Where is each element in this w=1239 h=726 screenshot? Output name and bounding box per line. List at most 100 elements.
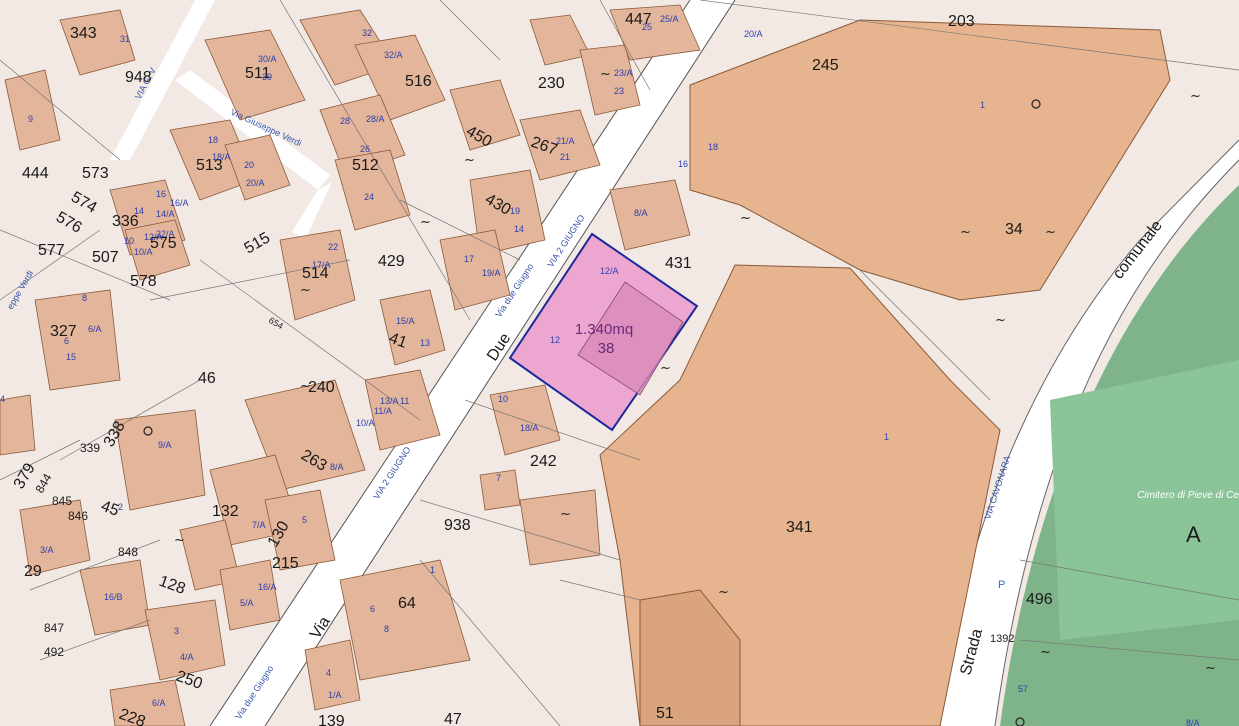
house-number: 14 (514, 224, 524, 234)
tilde-icon: ~ (300, 379, 311, 394)
house-number: 8/A (330, 462, 344, 472)
house-number: 9 (28, 114, 33, 124)
parcel-number: 575 (150, 235, 177, 252)
road-via-verdi-bend (292, 182, 332, 240)
parcel-number: 447 (625, 11, 652, 28)
parcel-number: 514 (302, 265, 329, 282)
house-number: 11 (400, 396, 409, 406)
house-number: 14 (134, 206, 144, 216)
house-number: 21 (560, 152, 570, 162)
house-number: 3 (174, 626, 179, 636)
well-icon (1031, 99, 1041, 109)
cemetery-label: Cimitero di Pieve di Cento (1137, 490, 1239, 501)
house-number: 24 (364, 192, 374, 202)
parcel-number: 45 (99, 498, 122, 520)
house-number: 12 (550, 335, 560, 345)
parcel-number: 431 (665, 255, 692, 272)
parcel-number: 492 (44, 645, 64, 659)
house-number: 16/A (170, 198, 189, 208)
parcel-number: 47 (444, 711, 462, 726)
parcel-number: 847 (44, 621, 64, 635)
house-number: 21/A (556, 136, 575, 146)
parcel-number: 336 (112, 213, 139, 230)
house-number: 28/A (366, 114, 385, 124)
house-number: 6/A (152, 698, 166, 708)
house-number: 16 (156, 189, 166, 199)
tilde-icon: ~ (1205, 661, 1216, 676)
house-number: 30/A (258, 54, 277, 64)
house-number: 22 (328, 242, 338, 252)
house-number: 23 (614, 86, 624, 96)
well-icon (143, 426, 153, 436)
house-number: 31 (120, 34, 130, 44)
house-number: 3/A (40, 545, 54, 555)
parcel-number: 46 (198, 370, 216, 387)
house-number: 8/A (634, 208, 648, 218)
parcel-number: 242 (530, 453, 557, 470)
tilde-icon: ~ (300, 283, 311, 298)
house-number: 14/A (156, 209, 175, 219)
house-number: 18/A (520, 423, 539, 433)
house-number: 6 (64, 336, 69, 346)
parcel-number: 573 (82, 165, 109, 182)
parcel-number: 64 (398, 595, 416, 612)
tilde-icon: ~ (718, 585, 729, 600)
house-number: 8 (384, 624, 389, 634)
house-number: 19 (510, 206, 520, 216)
house-number: 15 (66, 352, 76, 362)
parcel-number: 513 (196, 157, 223, 174)
parcel-number: 230 (538, 75, 565, 92)
tilde-icon: ~ (1040, 645, 1051, 660)
parcel-number: 577 (38, 242, 65, 259)
house-number: 4/A (180, 652, 194, 662)
house-number: 18 (208, 135, 218, 145)
tilde-icon: ~ (960, 225, 971, 240)
house-number: 6/A (88, 324, 102, 334)
house-number: 12/A (600, 266, 619, 276)
road-via-verdi-vertical (110, 0, 215, 160)
parcel-number: 215 (272, 555, 299, 572)
map-symbols: ~ ~ ~ ~ ~ ~ ~ ~ ~ ~ ~ ~ ~ ~ ~ ~ (143, 67, 1216, 726)
parcel-number: 938 (444, 517, 471, 534)
house-number: 8 (82, 293, 87, 303)
residential-blocks (0, 4, 701, 726)
parcel-number: 240 (308, 379, 335, 396)
parcel-number: 29 (24, 563, 42, 580)
parcel-number: 132 (212, 503, 239, 520)
house-number: 8/A (1186, 718, 1200, 726)
house-number: 4 (0, 394, 5, 404)
house-number: 5/A (240, 598, 254, 608)
parcel-number: 578 (130, 273, 157, 290)
house-number: 13 (420, 338, 430, 348)
tilde-icon: ~ (464, 153, 475, 168)
parcel-number: 511 (245, 65, 271, 82)
house-number: 23/A (614, 68, 633, 78)
parcel-number: 203 (948, 13, 975, 30)
parcel-number: 507 (92, 249, 119, 266)
house-numbers: 1 9 31 30/A 39 32 32/A 25/A 25 23/A 23 2… (0, 14, 1200, 726)
house-number: 25/A (660, 14, 679, 24)
tilde-icon: ~ (660, 361, 671, 376)
road-via-verdi (175, 70, 330, 190)
house-number: 19/A (482, 268, 501, 278)
house-number: 4 (326, 668, 331, 678)
tilde-icon: ~ (174, 533, 185, 548)
house-number: 20 (244, 160, 254, 170)
parcel-number: 848 (118, 545, 138, 559)
parcel-number: 245 (812, 57, 839, 74)
parcel-number: 846 (68, 509, 88, 523)
house-number: 2 (118, 502, 123, 512)
road-strada-comunale (935, 140, 1239, 726)
parcel-numbers: 343 948 511 516 230 447 203 245 444 573 … (11, 11, 1053, 726)
house-number: 17 (464, 254, 474, 264)
parcel-number: 339 (80, 441, 100, 455)
parcel-number: 51 (656, 705, 674, 722)
house-number: 1 (980, 100, 985, 110)
house-number: 7/A (252, 520, 266, 530)
house-number: 12/A (144, 232, 163, 242)
house-number: 18/A (212, 152, 231, 162)
house-number: 10 (124, 236, 134, 246)
house-number: 10 (498, 394, 508, 404)
tilde-icon: ~ (740, 211, 751, 226)
